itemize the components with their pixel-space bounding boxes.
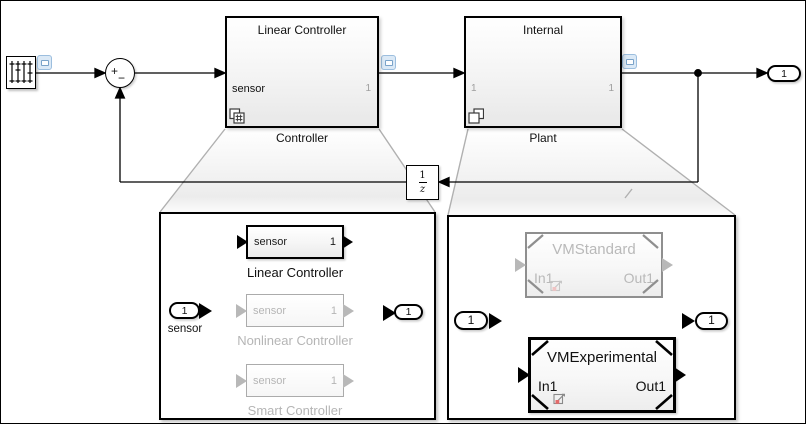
model-outport-label: Out1 (635, 378, 666, 394)
panel-inport-block[interactable]: 1 (169, 302, 200, 319)
panel-outport-block[interactable]: 1 (394, 304, 423, 320)
signal-editor-block[interactable] (6, 56, 36, 89)
controller-inport-label: sensor (232, 83, 266, 95)
inport-stub-icon (236, 303, 247, 318)
variant-subsystem-badge-icon[interactable] (229, 108, 245, 124)
panel-inport-block[interactable]: 1 (454, 311, 488, 330)
inport-arrow-icon (489, 313, 502, 329)
model-inport-label: In1 (538, 378, 558, 394)
inport-arrow-icon (199, 303, 212, 319)
plant-variant-panel: VMStandard In1 Out1 VMExperimental In1 (447, 215, 736, 420)
outport-stub-icon (662, 258, 673, 272)
choice-name: Nonlinear Controller (237, 333, 353, 348)
callout-fragment (624, 188, 633, 199)
controller-block-name: Controller (275, 131, 329, 145)
inport-stub-icon (237, 235, 248, 249)
panel-inport-number: 1 (467, 313, 475, 327)
variant-choice-linear-controller[interactable]: sensor 1 (237, 225, 353, 259)
controller-outport-label: 1 (365, 83, 371, 94)
outport-stub-icon (342, 235, 353, 249)
model-inport-label: In1 (534, 270, 554, 286)
viewer-badge-icon[interactable] (381, 55, 396, 70)
model-title: VMStandard (552, 241, 636, 258)
plant-inport-label: 1 (471, 83, 477, 94)
outport-stub-icon (343, 303, 354, 318)
viewer-badge-icon[interactable] (622, 54, 637, 69)
inport-stub-icon (518, 367, 530, 383)
model-badge-icon (550, 280, 562, 292)
model-outport-label: Out1 (623, 270, 654, 286)
outport-stub-icon (674, 367, 686, 383)
viewer-screen-icon (40, 59, 49, 66)
plant-active-variant-title: Internal (522, 23, 564, 37)
unit-delay-numerator: 1 (419, 170, 426, 181)
plant-outport-label: 1 (608, 83, 614, 94)
outport-label: 1 (781, 68, 787, 80)
inport-stub-icon (236, 373, 247, 388)
panel-outport-block[interactable]: 1 (695, 312, 728, 330)
choice-inport-label: sensor (253, 374, 287, 387)
controller-variant-panel: sensor 1 Linear Controller sensor 1 Nonl… (159, 212, 436, 420)
sum-plus-sign: + (111, 64, 119, 78)
sum-block[interactable]: + − (105, 58, 135, 88)
viewer-screen-icon (384, 59, 393, 66)
variant-subsystem-badge-icon[interactable] (468, 108, 484, 124)
model-reference-corners-icon (527, 234, 659, 294)
controller-active-variant-title: Linear Controller (257, 23, 347, 37)
panel-inport-name: sensor (167, 323, 203, 335)
variant-choice-smart-controller[interactable]: sensor 1 (236, 364, 354, 397)
model-reference-corners-icon (531, 340, 673, 410)
plant-block-name: Plant (529, 131, 557, 145)
controller-subsystem-block[interactable]: Linear Controller sensor 1 (225, 16, 379, 128)
choice-name: Linear Controller (246, 265, 344, 280)
model-title: VMExperimental (546, 349, 658, 366)
signal-wires[interactable] (36, 67, 769, 188)
variant-model-vmexperimental[interactable]: VMExperimental In1 Out1 (518, 337, 686, 413)
sum-minus-sign: − (118, 71, 126, 85)
choice-inport-label: sensor (254, 236, 288, 248)
outport-stub-icon (343, 373, 354, 388)
choice-outport-label: 1 (330, 304, 337, 317)
unit-delay-block[interactable]: 1 z (406, 165, 439, 200)
signal-editor-icon (9, 61, 33, 83)
viewer-screen-icon (625, 58, 634, 65)
viewer-badge-icon[interactable] (37, 55, 52, 70)
panel-outport-number: 1 (405, 306, 412, 318)
choice-name: Smart Controller (247, 403, 343, 418)
plant-subsystem-block[interactable]: Internal 1 1 (464, 16, 622, 128)
panel-inport-number: 1 (181, 305, 188, 317)
unit-delay-denominator: z (419, 184, 426, 195)
variant-model-vmstandard[interactable]: VMStandard In1 Out1 (515, 232, 673, 298)
model-badge-icon (553, 393, 565, 405)
variant-choice-nonlinear-controller[interactable]: sensor 1 (236, 294, 354, 327)
outport-block[interactable]: 1 (767, 65, 801, 82)
fraction-line (418, 182, 427, 183)
wire-junction-dot (694, 69, 702, 77)
choice-outport-label: 1 (330, 374, 337, 387)
choice-inport-label: sensor (253, 304, 287, 317)
outport-arrow-icon (682, 313, 695, 329)
inport-stub-icon (515, 258, 526, 272)
choice-outport-label: 1 (329, 236, 336, 248)
panel-outport-number: 1 (708, 313, 715, 327)
outport-arrow-icon (383, 305, 396, 321)
